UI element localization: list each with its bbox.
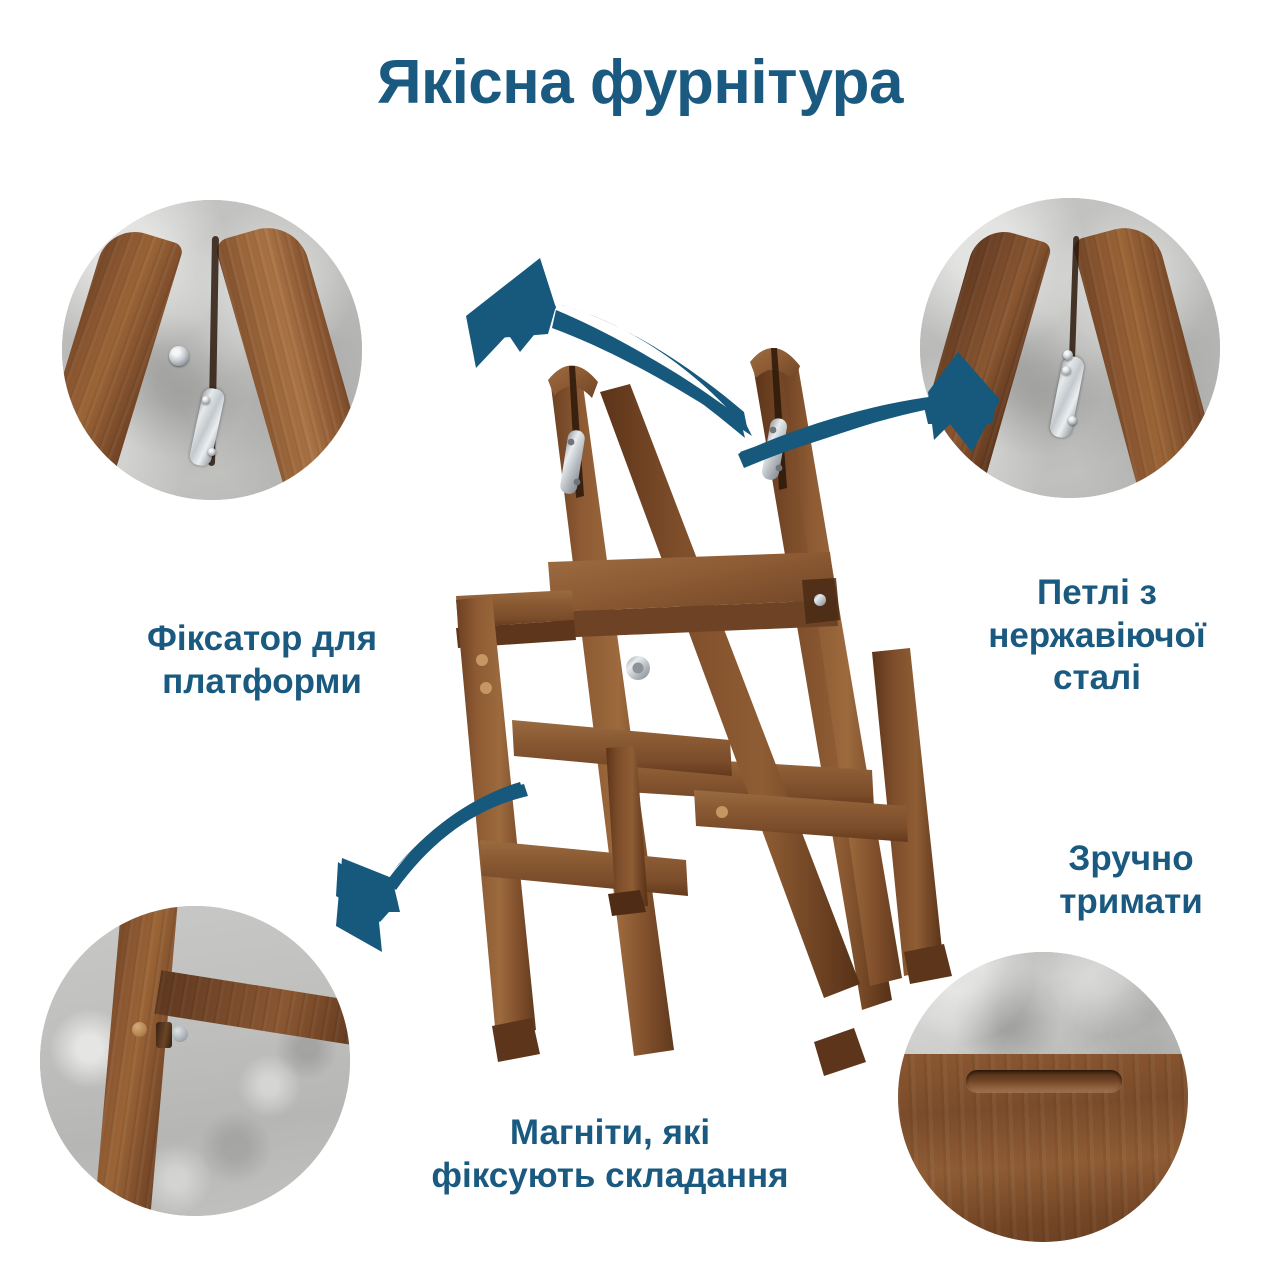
product-image-ladder — [400, 300, 1020, 1090]
hinge-pin — [1063, 350, 1073, 360]
inset-photo-hinges — [920, 198, 1220, 498]
hinge-screw-bottom — [208, 448, 216, 456]
inset-photo-fixator — [62, 200, 362, 500]
fixator-bolt — [169, 346, 189, 366]
photo-fixator — [62, 200, 362, 500]
hinge-screw-bottom — [1068, 416, 1077, 425]
inset-photo-magnets — [40, 906, 350, 1216]
dowel-plug — [132, 1022, 147, 1037]
hinge-screw-top — [202, 396, 210, 404]
callout-label-handle: Зручно тримати — [1059, 839, 1203, 921]
magnet-disc — [172, 1026, 188, 1042]
callout-label-hinges: Петлі з нержавіючої сталі — [988, 573, 1206, 698]
callout-label-fixator: Фіксатор для платформи — [146, 619, 378, 701]
callout-label-magnets: Магніти, які фіксують складання — [431, 1113, 789, 1195]
inset-photo-handle — [898, 952, 1188, 1242]
page-title: Якісна фурнітура — [376, 48, 904, 117]
hinge-screw-top — [1062, 366, 1071, 375]
gravel-background — [40, 906, 350, 1216]
carry-handle-slot — [966, 1070, 1122, 1092]
photo-magnets — [40, 906, 350, 1216]
magnet-bracket — [156, 1022, 172, 1048]
